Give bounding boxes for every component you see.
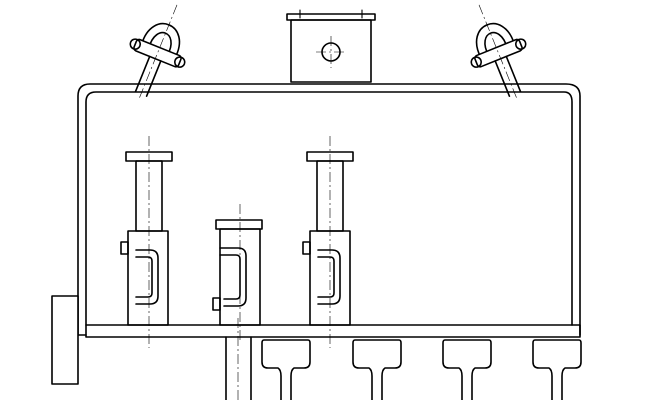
rail-4 (532, 339, 582, 400)
frame (77, 83, 581, 338)
top-housing (286, 9, 376, 83)
lifting-shackle-right (470, 4, 527, 98)
side-block (51, 295, 79, 385)
hydraulic-jack-3 (302, 136, 354, 348)
rail-2 (352, 339, 402, 400)
lifting-shackle-left (129, 4, 186, 98)
rail-3 (442, 339, 492, 400)
hydraulic-jack-1 (120, 136, 173, 348)
support-post (225, 318, 252, 400)
hydraulic-jack-2 (212, 204, 263, 342)
rail-1 (261, 339, 311, 400)
